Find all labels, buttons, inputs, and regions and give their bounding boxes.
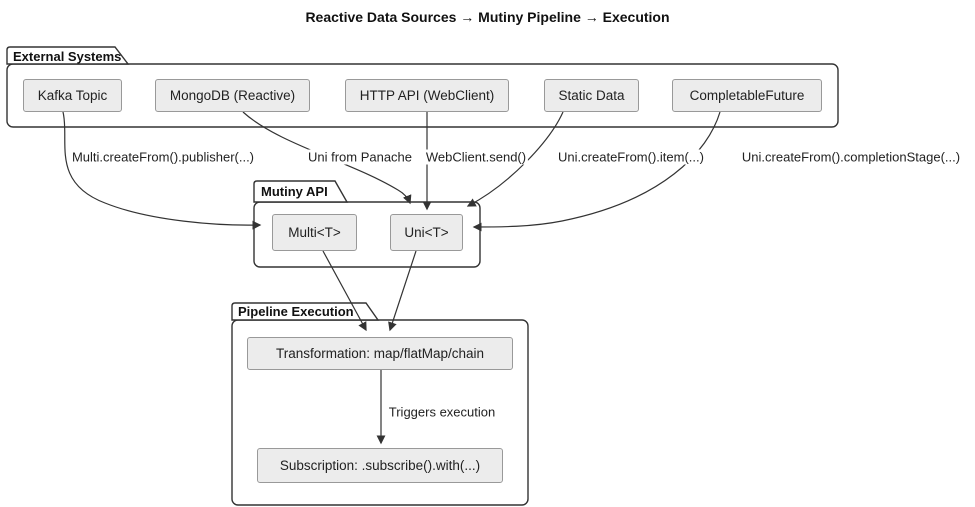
node-mongodb-reactive: MongoDB (Reactive) — [155, 79, 310, 112]
node-completablefuture: CompletableFuture — [672, 79, 822, 112]
edge-label-triggers-execution: Triggers execution — [386, 404, 498, 420]
edge-kafka-to-multi — [62, 111, 262, 230]
node-transformation: Transformation: map/flatMap/chain — [247, 337, 513, 370]
edge-label-webclient-send: WebClient.send() — [423, 149, 529, 165]
node-kafka-topic: Kafka Topic — [23, 79, 122, 112]
node-uni-t: Uni<T> — [390, 214, 463, 251]
node-http-api-webclient: HTTP API (WebClient) — [345, 79, 509, 112]
edge-label-item: Uni.createFrom().item(...) — [556, 149, 706, 165]
edge-multi-to-transformation — [322, 250, 367, 332]
edge-completablefuture-to-uni — [472, 111, 721, 232]
edge-label-publisher: Multi.createFrom().publisher(...) — [69, 149, 257, 165]
edge-uni-to-transformation — [388, 250, 417, 332]
node-static-data: Static Data — [544, 79, 639, 112]
node-multi-t: Multi<T> — [272, 214, 357, 251]
diagram-title: Reactive Data Sources → Mutiny Pipeline … — [305, 9, 670, 25]
package-label-mutiny-api: Mutiny API — [261, 184, 328, 199]
node-subscription: Subscription: .subscribe().with(...) — [257, 448, 503, 483]
edge-mongodb-to-uni — [242, 111, 412, 205]
edge-label-completionstage: Uni.createFrom().completionStage(...) — [739, 149, 963, 165]
package-label-pipeline-execution: Pipeline Execution — [238, 304, 354, 319]
edge-label-uni-from-panache: Uni from Panache — [305, 149, 415, 165]
package-label-external-systems: External Systems — [13, 49, 122, 64]
